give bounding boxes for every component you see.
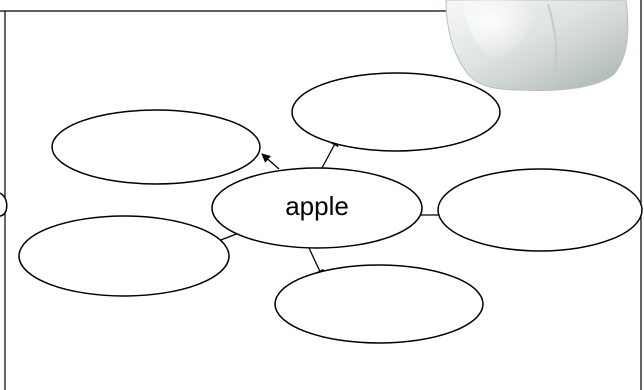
bubble-bottom[interactable] xyxy=(274,264,484,344)
center-label: apple xyxy=(285,191,349,221)
apple-image xyxy=(445,0,629,91)
connector-to-top-left xyxy=(261,153,280,170)
bubble-bottom-left[interactable] xyxy=(18,215,230,297)
center-bubble[interactable] xyxy=(211,167,423,249)
bubble-top-left[interactable] xyxy=(51,109,261,185)
clipped-bubble-edge xyxy=(0,192,8,217)
bubble-top-right[interactable] xyxy=(291,72,501,152)
bubble-right[interactable] xyxy=(437,168,643,252)
